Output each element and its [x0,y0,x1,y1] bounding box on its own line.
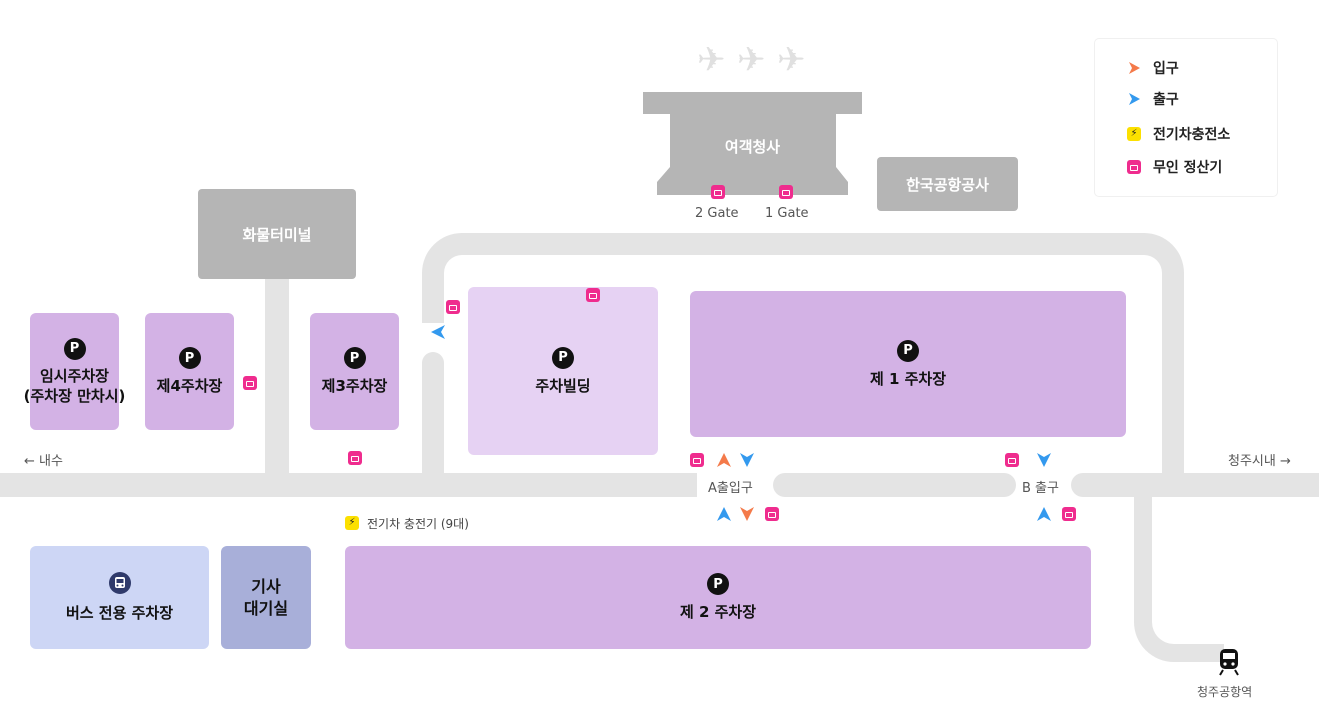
a-gate-label: A출입구 [708,481,753,496]
kiosk-icon [690,453,704,467]
loop-road-east [1162,290,1184,475]
main-road-mid [773,473,1016,497]
gate-1-label: 1 Gate [765,206,809,221]
bus-parking-lot[interactable]: 버스 전용 주차장 [30,546,209,649]
naesu-direction-label: ← 내수 [24,454,63,469]
main-road [0,473,697,497]
kiosk-icon [765,507,779,521]
kiosk-icon [243,376,257,390]
exit-arrow-icon [1037,507,1051,521]
parking-lot-1[interactable]: P 제 1 주차장 [690,291,1126,437]
cargo-access-road [265,275,289,475]
bus-icon [108,572,131,594]
loop-road-west [422,352,444,475]
parking-building[interactable]: P 주차빌딩 [468,287,658,455]
main-road-east [1071,473,1319,497]
lightning-icon: ⚡ [1127,127,1141,141]
kiosk-icon [1062,507,1076,521]
kiosk-icon [446,300,460,314]
kiosk-icon [348,451,362,465]
kiosk-icon [711,185,725,199]
legend-exit: 출구 [1127,89,1179,109]
station-label: 청주공항역 [1197,685,1253,699]
legend: 입구 출구 ⚡ 전기차충전소 무인 정산기 [1095,39,1277,196]
lightning-icon: ⚡ [345,516,359,530]
exit-arrow-icon [431,325,445,339]
kiosk-icon [779,185,793,199]
terminal-label: 여객청사 [724,138,781,156]
parking-icon: P [707,573,729,595]
station-road-bend [1134,600,1224,662]
cargo-terminal[interactable]: 화물터미널 [198,189,356,279]
passenger-terminal[interactable]: 여객청사 [643,92,862,195]
airplane-icon: ✈ [697,40,726,80]
exit-arrow-icon [740,507,754,521]
exit-arrow-icon [740,453,754,467]
legend-entrance: 입구 [1127,58,1179,78]
airplane-icon: ✈ [737,40,766,80]
legend-ev: ⚡ 전기차충전소 [1127,124,1230,144]
exit-arrow-icon [1129,93,1140,105]
parking-icon: P [552,346,574,369]
parking-lot-3[interactable]: P 제3주차장 [310,313,399,430]
parking-lot-4[interactable]: P 제4주차장 [145,313,234,430]
train-icon [1218,648,1240,676]
kac-building[interactable]: 한국공항공사 [877,157,1018,211]
driver-waiting-room[interactable]: 기사 대기실 [221,546,311,649]
entrance-arrow-icon [1129,62,1140,74]
ev-charger-note: 전기차 충전기 (9대) [367,517,469,531]
exit-arrow-icon [1037,453,1051,467]
entrance-arrow-icon [717,453,731,467]
parking-icon: P [343,347,366,369]
b-exit-label: B 출구 [1022,481,1059,496]
legend-kiosk: 무인 정산기 [1127,157,1222,177]
kiosk-icon [1005,453,1019,467]
station-road [1134,495,1152,605]
parking-icon: P [178,347,201,369]
entrance-arrow-icon [717,507,731,521]
airplane-icon: ✈ [777,40,806,80]
temporary-parking-lot[interactable]: P 임시주차장 (주차장 만차시) [24,313,125,430]
kiosk-icon [586,288,600,302]
cheongju-direction-label: 청주시내 → [1228,454,1291,469]
parking-icon: P [63,337,86,360]
gate-2-label: 2 Gate [695,206,739,221]
parking-lot-2[interactable]: P 제 2 주차장 [345,546,1091,649]
kiosk-icon [1127,160,1141,174]
parking-icon: P [897,339,919,362]
